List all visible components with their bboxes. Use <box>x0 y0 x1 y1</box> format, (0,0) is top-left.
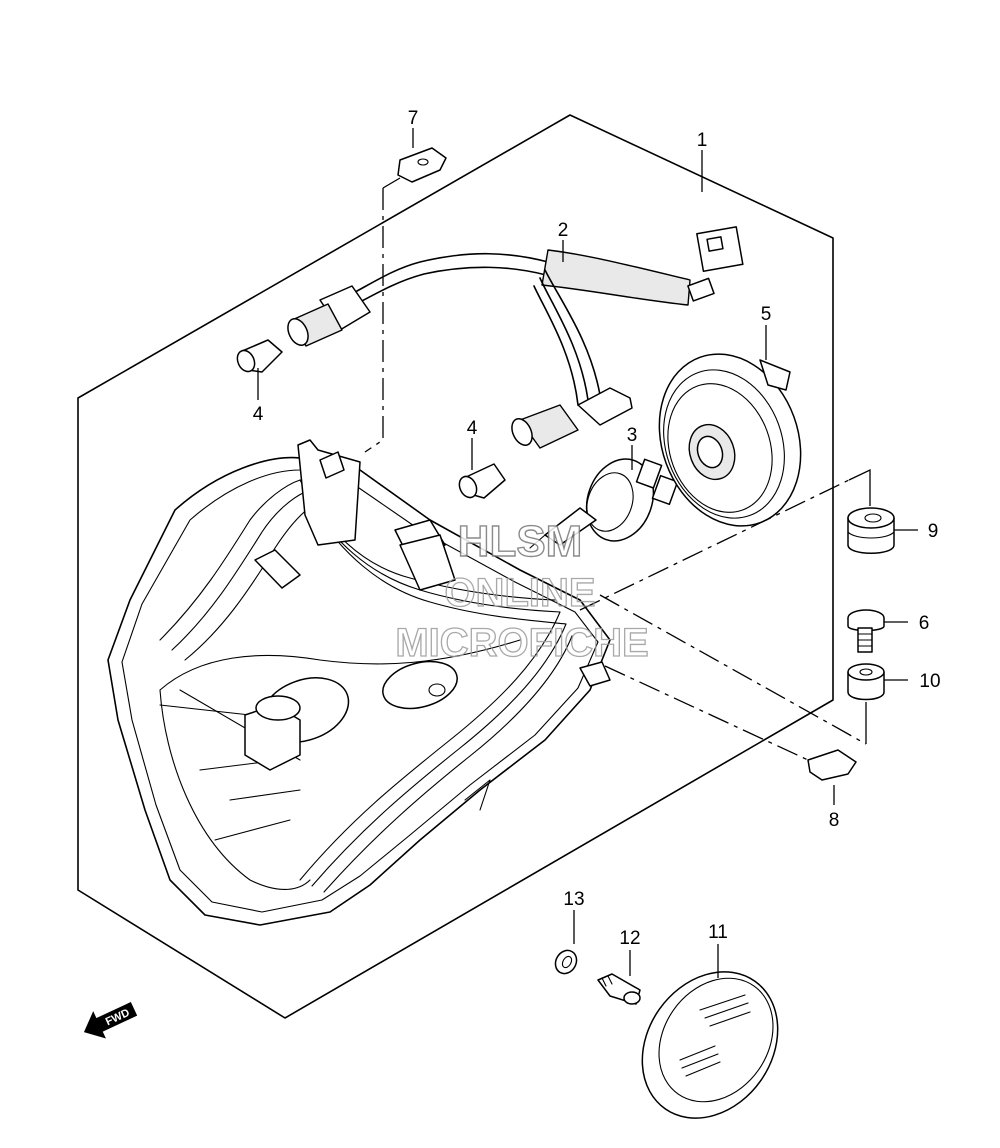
grommet-9[interactable] <box>847 507 895 554</box>
callout-11: 11 <box>708 922 728 943</box>
clip-nut-lower[interactable] <box>807 749 857 781</box>
watermark-line-3: MICROFICHE <box>395 621 648 665</box>
callout-4-upper: 4 <box>253 404 264 425</box>
headlight-bulb[interactable] <box>529 450 679 551</box>
washer-13[interactable] <box>551 947 580 978</box>
leader-lines <box>257 128 918 978</box>
watermark: HLSM ONLINE MICROFICHE <box>395 516 650 665</box>
spacer-12[interactable] <box>597 973 641 1005</box>
fwd-label: FWD <box>104 1007 132 1028</box>
grommet-10[interactable] <box>847 663 885 701</box>
screw-6[interactable] <box>847 609 885 653</box>
position-bulb-upper[interactable] <box>234 339 283 374</box>
callouts: 1 2 3 4 4 5 6 7 8 9 10 11 12 13 <box>253 108 941 949</box>
reflector-11[interactable] <box>614 946 805 1145</box>
headlight-housing[interactable] <box>107 439 611 926</box>
callout-12: 12 <box>619 928 640 949</box>
callout-9: 9 <box>928 521 939 542</box>
watermark-line-1: HLSM <box>458 517 583 566</box>
callout-4-lower: 4 <box>467 418 478 439</box>
callout-6: 6 <box>919 613 930 634</box>
callout-7: 7 <box>408 108 419 129</box>
position-bulb-lower[interactable] <box>456 463 506 500</box>
callout-8: 8 <box>829 810 840 831</box>
watermark-line-2: ONLINE <box>444 571 595 615</box>
assembly-outline <box>77 114 834 1019</box>
callout-5: 5 <box>761 304 772 325</box>
wiring-harness[interactable] <box>284 226 744 449</box>
callout-2: 2 <box>558 220 569 241</box>
callout-10: 10 <box>919 671 940 692</box>
callout-1: 1 <box>697 130 708 151</box>
fwd-direction-marker: FWD <box>83 1002 138 1039</box>
callout-13: 13 <box>563 889 584 910</box>
socket-boot[interactable] <box>636 334 824 546</box>
callout-3: 3 <box>627 425 638 446</box>
clip-nut-upper[interactable] <box>397 147 447 183</box>
